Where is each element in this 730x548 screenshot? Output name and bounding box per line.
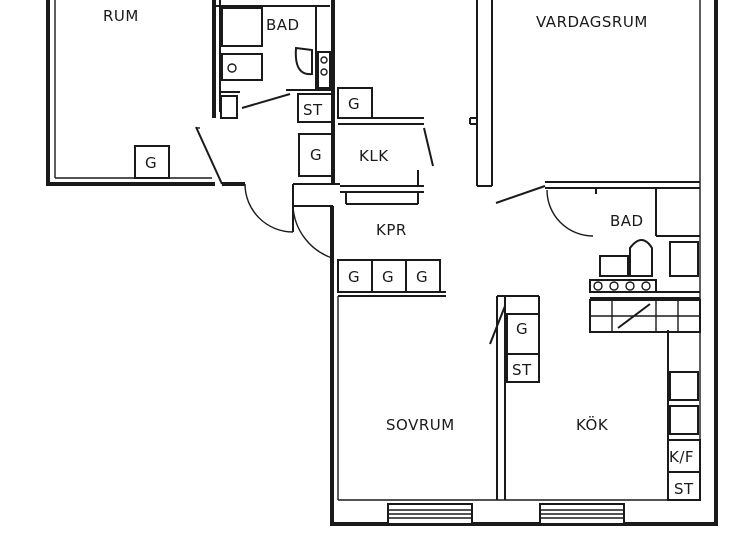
room-label-klk: KLK: [359, 147, 389, 165]
fixture-label-g: G: [348, 268, 360, 286]
fixture-label-st: ST: [674, 480, 694, 498]
fixture-labels: G ST G G G G G G ST K/F ST: [145, 95, 694, 498]
interior-walls: [212, 0, 700, 500]
fixture-label-st: ST: [303, 101, 323, 119]
room-label-kpr: KPR: [376, 221, 407, 239]
fixture-boxes: [134, 87, 701, 501]
doors: [195, 93, 594, 345]
room-labels: RUM BAD VARDAGSRUM KLK KPR BAD SOVRUM KÖ…: [103, 7, 648, 434]
fixture-label-g: G: [516, 320, 528, 338]
window-sovrum: [387, 503, 473, 525]
fixture-label-st: ST: [512, 361, 532, 379]
fixture-label-kf: K/F: [669, 448, 694, 466]
fixture-label-g: G: [382, 268, 394, 286]
bathroom-fixtures: [221, 7, 701, 435]
room-label-vardagsrum: VARDAGSRUM: [536, 13, 648, 31]
window-kok: [539, 503, 625, 525]
room-label-rum: RUM: [103, 7, 139, 25]
outer-walls: [46, 0, 718, 526]
room-label-bad-right: BAD: [610, 212, 644, 230]
room-label-kok: KÖK: [576, 415, 609, 434]
fixture-label-g: G: [348, 95, 360, 113]
room-label-sovrum: SOVRUM: [386, 416, 455, 434]
room-label-bad-top: BAD: [266, 16, 300, 34]
fixture-label-g: G: [416, 268, 428, 286]
fixture-label-g: G: [145, 154, 157, 172]
fixture-label-g: G: [310, 146, 322, 164]
